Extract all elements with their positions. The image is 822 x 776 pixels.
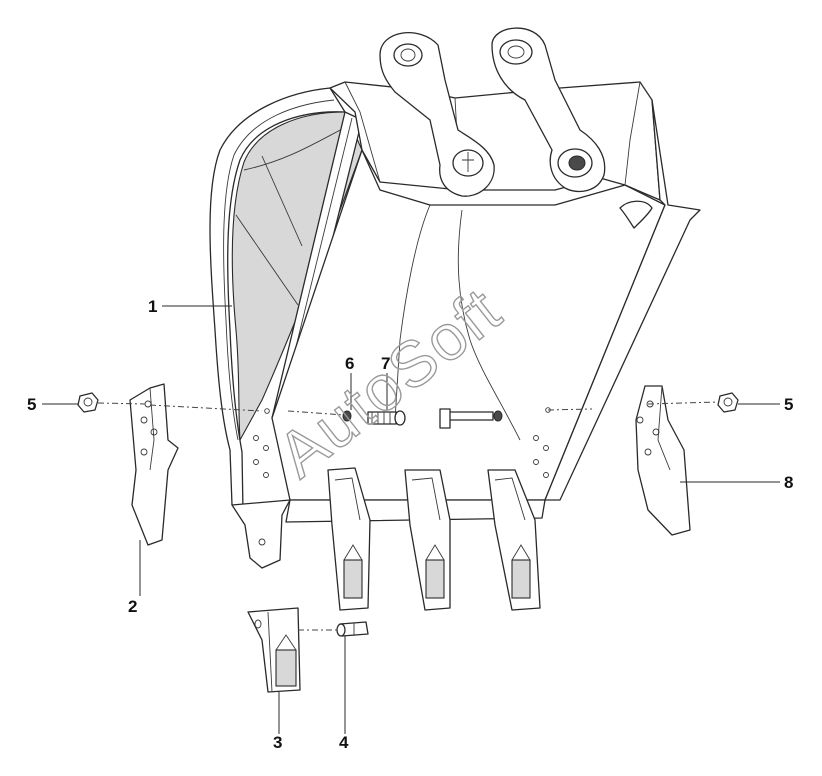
assembly-line-left-cutter (149, 404, 263, 412)
side-cutter-left (129, 383, 179, 546)
tooth-3 (487, 469, 541, 611)
callout-4: 4 (339, 733, 349, 752)
callout-7: 7 (381, 354, 390, 373)
callout-3: 3 (273, 733, 282, 752)
tooth-loose (247, 607, 301, 693)
callout-2: 2 (128, 597, 137, 616)
washer-6 (342, 410, 352, 422)
callout-5-left: 5 (27, 395, 36, 414)
assembly-line-right-nut (647, 401, 719, 405)
callout-8: 8 (784, 473, 793, 492)
bolt-right (444, 411, 494, 421)
tooth-2 (404, 469, 451, 611)
side-cutter-right (635, 385, 691, 536)
bucket-teeth (327, 467, 541, 611)
callout-5-right: 5 (784, 395, 793, 414)
callout-1: 1 (148, 297, 157, 316)
nut-right (717, 392, 739, 413)
tooth-1 (327, 467, 371, 611)
tooth-pin (298, 621, 369, 637)
bolt-7 (367, 411, 397, 425)
callout-6: 6 (345, 354, 354, 373)
assembly-line-left-nut (97, 402, 146, 405)
nut-left (77, 392, 99, 413)
bolt-center (287, 408, 503, 429)
